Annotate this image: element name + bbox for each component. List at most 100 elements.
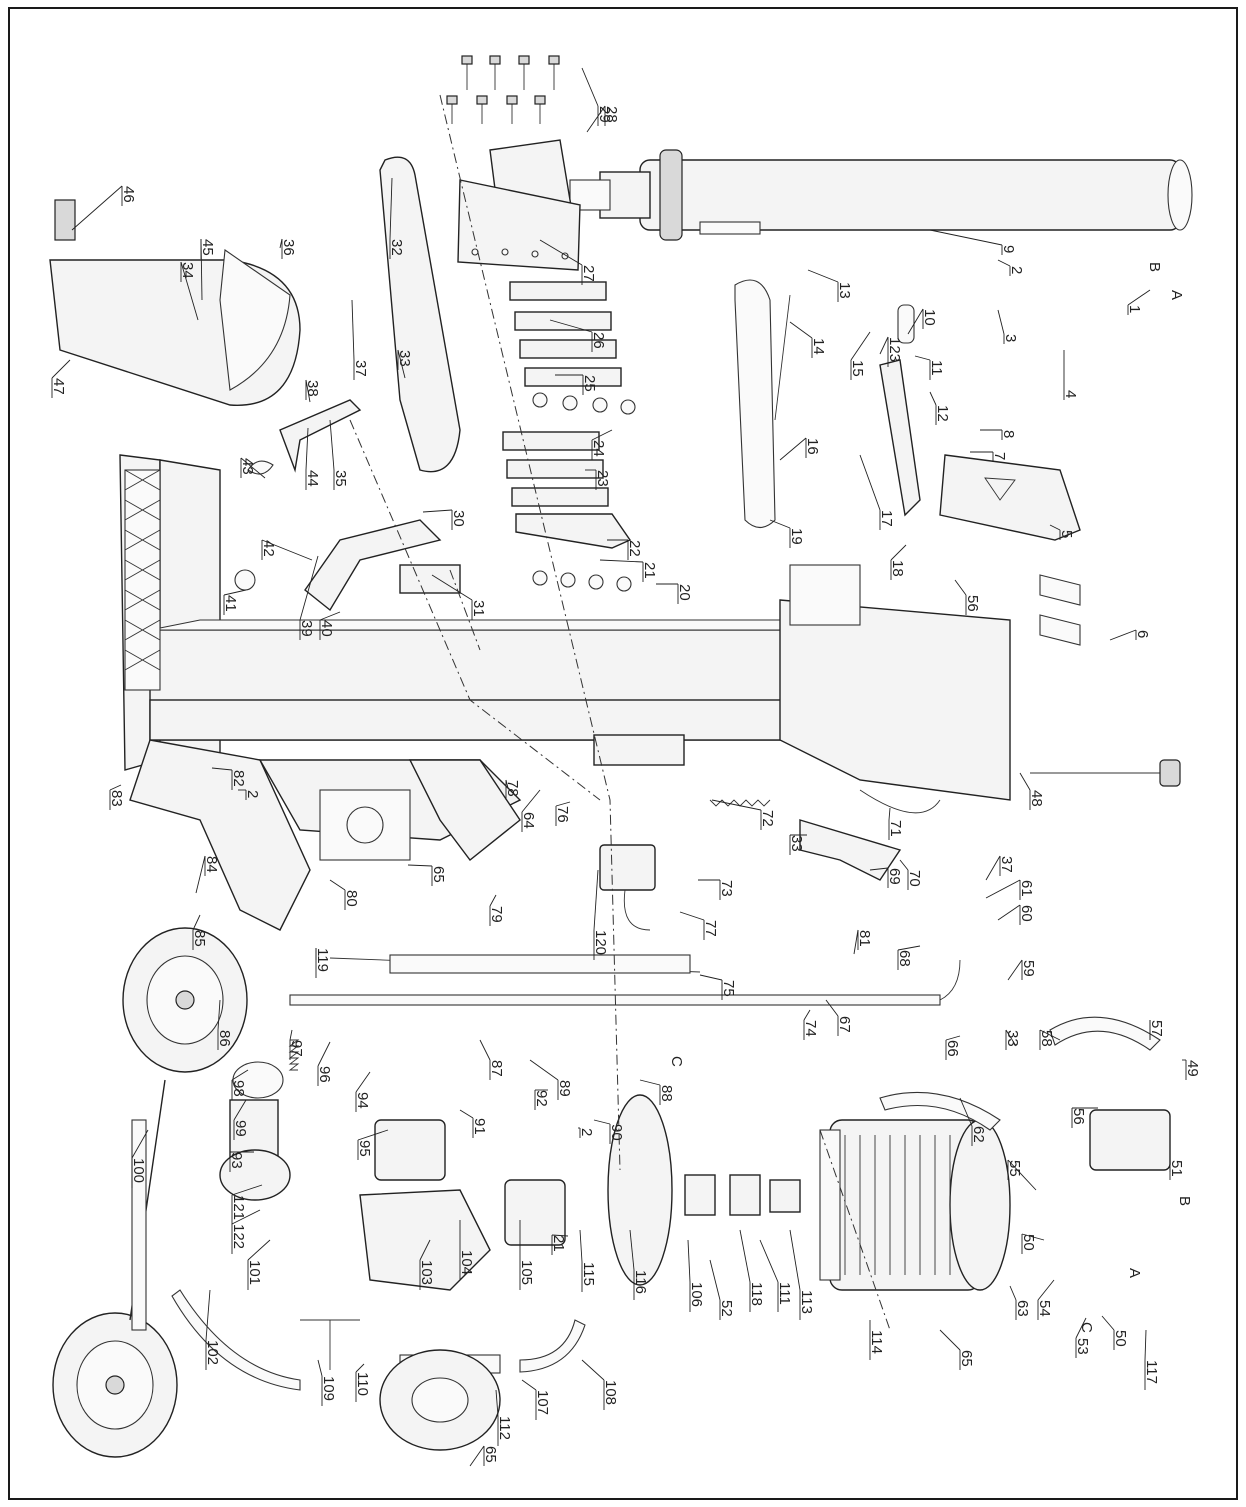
callout-number: 33 bbox=[788, 835, 805, 852]
callout-7: 7 bbox=[970, 451, 1008, 462]
callout-18: 18 bbox=[889, 544, 907, 580]
callout-32: 32 bbox=[388, 177, 405, 259]
callout-number: 19 bbox=[788, 528, 805, 545]
leader-line bbox=[489, 894, 497, 907]
coupling-111 bbox=[769, 1179, 801, 1213]
callout-number: 38 bbox=[304, 380, 321, 397]
callout-16: 16 bbox=[779, 437, 821, 461]
leader-line bbox=[355, 1071, 371, 1093]
log-cradle bbox=[49, 199, 301, 406]
callout-53: 53 bbox=[1074, 1317, 1091, 1358]
callout-number: 29 bbox=[596, 106, 613, 123]
callout-66: 66 bbox=[944, 1035, 961, 1060]
callout-37: 37 bbox=[985, 855, 1015, 881]
callout-number: 41 bbox=[222, 595, 239, 612]
callout-number: 40 bbox=[318, 620, 335, 637]
letter-tags: A B C C A B bbox=[668, 262, 1193, 1333]
callout-33: 33 bbox=[396, 349, 413, 379]
leader-line bbox=[825, 999, 839, 1017]
leader-line bbox=[355, 1363, 365, 1373]
callout-number: 85 bbox=[191, 930, 208, 947]
leader-line bbox=[549, 319, 593, 333]
leader-line bbox=[586, 105, 606, 133]
leader-line bbox=[205, 1289, 211, 1341]
leader-line bbox=[789, 321, 813, 339]
callout-122: 122 bbox=[230, 1209, 261, 1254]
callout-48: 48 bbox=[1019, 772, 1045, 810]
leader-line bbox=[131, 1129, 149, 1159]
callout-number: 65 bbox=[482, 1446, 499, 1463]
leader-line bbox=[319, 611, 341, 621]
leader-line bbox=[389, 177, 393, 240]
callout-20: 20 bbox=[656, 583, 693, 604]
coupling-106 bbox=[684, 1174, 716, 1216]
callout-27: 27 bbox=[539, 239, 597, 285]
letter-tag-c: C bbox=[1078, 1322, 1095, 1333]
callout-33: 33 bbox=[788, 834, 807, 855]
leader-line bbox=[939, 1329, 961, 1351]
return-hose bbox=[1049, 1016, 1161, 1051]
leader-line bbox=[431, 574, 473, 601]
callout-number: 59 bbox=[1020, 960, 1037, 977]
leader-line bbox=[419, 1239, 431, 1261]
callout-number: 39 bbox=[298, 620, 315, 637]
callout-number: 25 bbox=[581, 375, 598, 392]
callout-21: 21 bbox=[550, 1234, 569, 1255]
leader-line bbox=[759, 1239, 779, 1283]
pin-knob bbox=[234, 569, 256, 591]
callout-number: 87 bbox=[488, 1060, 505, 1077]
callout-91: 91 bbox=[459, 1109, 488, 1138]
leader-line bbox=[397, 349, 406, 379]
leader-line bbox=[853, 929, 859, 955]
callout-77: 77 bbox=[679, 911, 719, 940]
callout-number: 37 bbox=[998, 856, 1015, 873]
callout-78: 78 bbox=[504, 779, 521, 800]
callout-number: 2 bbox=[1008, 266, 1025, 274]
motor-flange bbox=[607, 1094, 673, 1286]
callout-number: 52 bbox=[718, 1300, 735, 1317]
callout-number: 81 bbox=[856, 930, 873, 947]
callout-24: 24 bbox=[590, 429, 613, 460]
leader-line bbox=[739, 1229, 751, 1283]
wheel-upper bbox=[122, 927, 248, 1073]
callout-number: 47 bbox=[50, 378, 67, 395]
leader-line bbox=[1009, 1285, 1017, 1301]
callout-number: 77 bbox=[702, 920, 719, 937]
lever-plate-upper bbox=[279, 399, 362, 473]
callout-number: 22 bbox=[626, 540, 643, 557]
leader-line bbox=[305, 379, 311, 403]
callout-number: 28 bbox=[603, 106, 620, 123]
leader-line bbox=[997, 309, 1005, 335]
callout-98: 98 bbox=[230, 1069, 249, 1100]
letter-tag-c: C bbox=[668, 1056, 685, 1067]
callout-105: 105 bbox=[518, 1220, 535, 1290]
callout-36: 36 bbox=[279, 238, 297, 259]
callout-number: 6 bbox=[1134, 630, 1151, 638]
callout-35: 35 bbox=[329, 419, 349, 490]
callout-number: 9 bbox=[1000, 245, 1017, 253]
callout-22: 22 bbox=[607, 539, 643, 560]
leader-line bbox=[599, 559, 644, 563]
callout-number: 31 bbox=[470, 600, 487, 617]
leader-line bbox=[579, 1229, 583, 1263]
callout-number: 8 bbox=[1000, 430, 1017, 438]
callout-17: 17 bbox=[859, 454, 895, 530]
callout-number: 89 bbox=[556, 1080, 573, 1097]
callout-75: 75 bbox=[699, 974, 737, 1000]
callout-number: 86 bbox=[216, 1030, 233, 1047]
tank-cap-inner bbox=[411, 1377, 469, 1423]
leader-line bbox=[51, 359, 71, 379]
callout-73: 73 bbox=[698, 879, 735, 900]
callout-number: 48 bbox=[1028, 790, 1045, 807]
leader-line bbox=[591, 429, 613, 441]
callout-97: 97 bbox=[288, 1029, 305, 1060]
callout-number: 57 bbox=[1148, 1020, 1165, 1037]
callout-90: 90 bbox=[593, 1119, 625, 1144]
callout-42: 42 bbox=[260, 539, 313, 561]
callout-123: 123 bbox=[879, 336, 903, 367]
electric-motor bbox=[819, 1119, 1011, 1291]
main-beam-chassis bbox=[119, 454, 1011, 931]
callout-number: 43 bbox=[239, 458, 256, 475]
callout-50: 50 bbox=[1101, 1315, 1129, 1350]
